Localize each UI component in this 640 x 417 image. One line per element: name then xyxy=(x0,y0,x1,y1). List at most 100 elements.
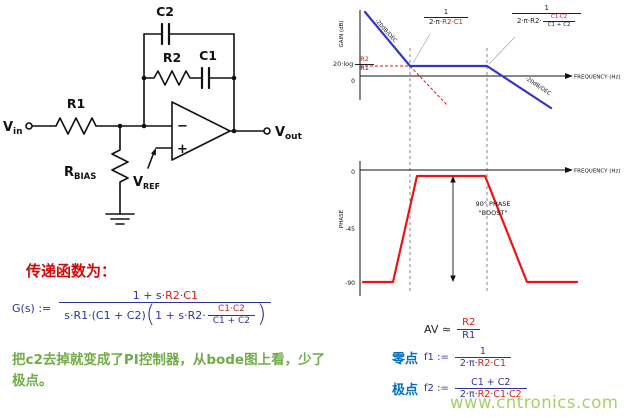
f1-den-red: R2·C1 xyxy=(442,17,464,26)
opamp-circuit-diagram: V in R1 R BIAS R2 C1 C2 − + V REF V out xyxy=(3,4,303,225)
resistor-rbias-symbol xyxy=(111,145,129,187)
phase-plot: PHASE FREQUENCY (Hz) 0 -45 -90 xyxy=(339,161,621,296)
pole-den: 2·π·R2·C1·C2 xyxy=(454,388,527,401)
av-den: R1 xyxy=(457,329,481,342)
tf-den-inner-pre: 1 + s·R2· xyxy=(155,308,206,322)
pi-asymptote-dashed xyxy=(409,65,448,106)
pole-den-red: R2·C1·C2 xyxy=(477,389,522,401)
phase-tick-90: -90 xyxy=(345,280,355,287)
opamp-minus-input: − xyxy=(177,119,188,134)
tf-inner-num: C1·C2 xyxy=(217,303,245,314)
level-fraction: R2 R1 xyxy=(355,55,374,73)
r1-label: R1 xyxy=(67,96,85,111)
zero-den-red: R2·C1 xyxy=(477,358,506,370)
node-dot xyxy=(231,75,237,81)
rbias-sub: BIAS xyxy=(74,172,96,182)
av-fraction: R2 R1 xyxy=(457,317,481,342)
tf-main-fraction: 1 + s·R2·C1 s·R1·(C1 + C2) ( 1 + s·R2· C… xyxy=(59,289,272,329)
f2-inner-num: C1·C2 xyxy=(550,13,568,20)
vin-sub: in xyxy=(13,127,23,137)
zero-fraction: 1 2·π·R2·C1 xyxy=(454,346,511,370)
f2-den: 2·π·R2· C1·C2 C1 + C2 xyxy=(512,12,582,29)
vref-arrowhead xyxy=(151,148,156,156)
vout-sub: out xyxy=(285,132,303,142)
phase-boost-label: 90° PHASE "BOOST" xyxy=(458,200,528,218)
rbias-label: R xyxy=(64,165,74,180)
phase-tick-0: 0 xyxy=(351,169,355,176)
av-label: AV ≈ xyxy=(424,323,452,336)
level-num: R2 xyxy=(360,55,369,63)
vref-label: V xyxy=(133,175,143,190)
zero-result: 零点 f1 := 1 2·π·R2·C1 xyxy=(392,346,511,370)
tf-numerator: 1 + s·R2·C1 xyxy=(128,289,203,302)
open-paren: ( xyxy=(145,300,156,329)
breakpoint-guides xyxy=(409,48,488,294)
r2-label: R2 xyxy=(163,50,181,65)
f1-leader-line xyxy=(412,33,431,64)
vref-sub: REF xyxy=(143,182,160,191)
f1-fraction: 1 2·π·R2·C1 xyxy=(424,8,469,27)
f2-fraction: 1 2·π·R2· C1·C2 C1 + C2 xyxy=(512,4,582,29)
vin-label: V xyxy=(3,120,13,135)
gain-y-label: GAIN (dB) xyxy=(339,20,345,47)
vout-label: V xyxy=(275,125,285,140)
pole-num: C1 + C2 xyxy=(471,377,511,388)
tf-num-red: R2·C1 xyxy=(165,289,198,302)
zero-den: 2·π·R2·C1 xyxy=(454,357,511,370)
vref-lead xyxy=(147,151,155,169)
slope-left-label: -20dB/DEC xyxy=(374,18,398,44)
tf-inner-den: C1 + C2 xyxy=(207,314,256,327)
tf-lhs: G(s) := xyxy=(12,301,52,315)
phase-x-axis-arrow xyxy=(565,167,573,173)
gain-x-label: FREQUENCY (Hz) xyxy=(574,75,621,81)
node-dot xyxy=(231,128,237,134)
pole-label: 极点 xyxy=(392,383,419,399)
node-dot xyxy=(141,123,147,129)
vin-terminal xyxy=(25,122,33,130)
opamp-triangle xyxy=(171,101,231,161)
zero-label: 零点 xyxy=(392,352,419,368)
zero-num: 1 xyxy=(479,346,486,357)
boost-line1: 90° PHASE xyxy=(475,200,511,208)
f2-leader-line xyxy=(488,36,516,65)
f2-inner-fraction: C1·C2 C1 + C2 xyxy=(542,13,576,29)
gain-curve xyxy=(363,10,553,110)
f2-inner-den: C1 + C2 xyxy=(542,20,576,29)
c1-label: C1 xyxy=(199,48,217,63)
f1-den-pre: 2·π· xyxy=(429,17,443,26)
av-result: AV ≈ R2 R1 xyxy=(424,317,481,342)
gain-x-axis-arrow xyxy=(565,73,573,79)
pi-controller-note: 把c2去掉就变成了PI控制器，从bode图上看，少了极点。 xyxy=(12,352,326,389)
f1-den: 2·π·R2·C1 xyxy=(424,16,469,27)
level-den: R1 xyxy=(355,63,374,73)
phase-tick-45: -45 xyxy=(345,226,355,233)
av-num: R2 xyxy=(462,317,476,328)
opamp-plus-input: + xyxy=(177,142,188,157)
bode-plots: GAIN (dB) FREQUENCY (Hz) 0 -20dB/DEC -20… xyxy=(339,10,621,296)
vout-terminal xyxy=(263,127,271,135)
phase-curve xyxy=(361,174,579,284)
zero-den-pre: 2·π· xyxy=(459,358,478,370)
pole-lhs: f2 := xyxy=(424,383,449,395)
pole-den-pre: 2·π· xyxy=(459,389,478,401)
f2-frequency-formula: 1 2·π·R2· C1·C2 C1 + C2 xyxy=(512,4,582,29)
resistor-r2-symbol xyxy=(149,70,195,86)
c2-label: C2 xyxy=(156,4,174,19)
gain-zero-tick: 0 xyxy=(351,78,355,85)
transfer-function-formula: G(s) := 1 + s·R2·C1 s·R1·(C1 + C2) ( 1 +… xyxy=(12,289,272,329)
f1-frequency-formula: 1 2·π·R2·C1 xyxy=(424,8,469,27)
boost-arrow-down xyxy=(450,275,456,282)
watermark: www.cntronics.com xyxy=(450,393,619,412)
resistor-r1-symbol xyxy=(49,117,103,135)
circuit-wires xyxy=(31,22,265,225)
transfer-function-heading: 传递函数为： xyxy=(26,262,117,280)
f1-num: 1 xyxy=(443,8,449,16)
f2-num: 1 xyxy=(544,4,549,12)
node-dot xyxy=(117,123,123,129)
phase-x-label: FREQUENCY (Hz) xyxy=(574,169,621,175)
tf-num-pre: 1 + s· xyxy=(132,289,166,302)
tf-den-pre: s·R1·(C1 + C2) xyxy=(64,308,146,322)
level-pre: 20·log xyxy=(333,60,354,69)
phase-y-label: PHASE xyxy=(339,209,345,228)
